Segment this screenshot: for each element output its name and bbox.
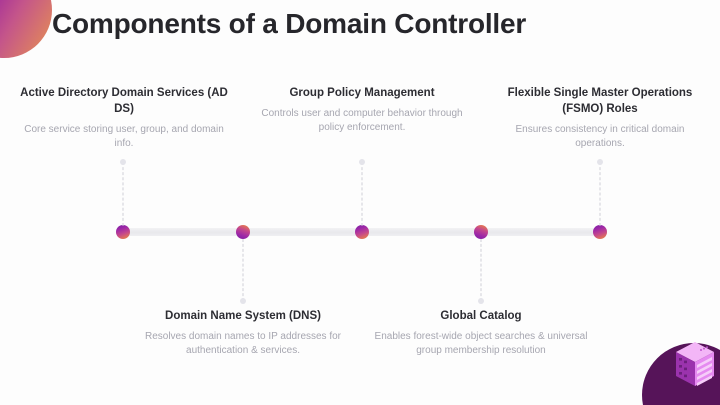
timeline-node-1[interactable] (116, 225, 130, 239)
timeline-item-3: Group Policy Management Controls user an… (256, 86, 468, 135)
timeline-item-1-description: Core service storing user, group, and do… (24, 123, 224, 149)
connector-cap-4 (478, 298, 484, 304)
timeline-item-4-heading: Global Catalog (440, 310, 522, 322)
timeline-item-2-description: Resolves domain names to IP addresses fo… (144, 330, 342, 357)
timeline-item-2-heading: Domain Name System (DNS) (165, 310, 321, 322)
timeline-item-5: Flexible Single Master Operations (FSMO)… (496, 86, 704, 151)
timeline-item-2: Domain Name System (DNS) Resolves domain… (128, 309, 358, 358)
connector-line-1 (122, 162, 124, 226)
timeline-item-4: Global Catalog Enables forest-wide objec… (366, 309, 596, 358)
timeline-item-3-description: Controls user and computer behavior thro… (261, 107, 463, 134)
server-rack-icon (674, 341, 716, 393)
connector-line-2 (242, 239, 244, 301)
timeline-item-1-heading: Active Directory Domain Services (AD DS) (20, 87, 228, 115)
timeline-node-4[interactable] (474, 225, 488, 239)
connector-line-3 (361, 162, 363, 226)
connector-line-5 (599, 162, 601, 226)
timeline-node-3[interactable] (355, 225, 369, 239)
timeline-item-5-heading: Flexible Single Master Operations (FSMO)… (507, 87, 693, 115)
timeline-item-1: Active Directory Domain Services (AD DS)… (18, 86, 230, 151)
connector-cap-5 (597, 159, 603, 165)
connector-cap-3 (359, 159, 365, 165)
connector-line-4 (480, 239, 482, 301)
page-title: Components of a Domain Controller (52, 8, 527, 39)
timeline-node-5[interactable] (593, 225, 607, 239)
timeline-node-2[interactable] (236, 225, 250, 239)
gradient-circle-decoration (0, 0, 52, 58)
timeline-item-5-description: Ensures consistency in critical domain o… (515, 123, 685, 149)
timeline-item-4-description: Enables forest-wide object searches & un… (374, 330, 588, 357)
connector-cap-2 (240, 298, 246, 304)
timeline-item-3-heading: Group Policy Management (289, 87, 435, 99)
connector-cap-1 (120, 159, 126, 165)
